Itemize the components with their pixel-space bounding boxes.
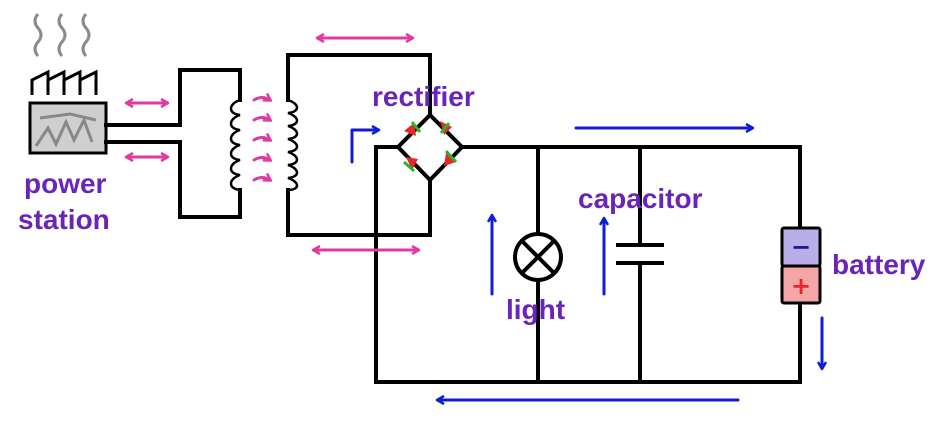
battery-positive-sign: + (791, 272, 811, 300)
smoke-icon (33, 13, 91, 57)
capacitor-icon (616, 243, 664, 265)
battery-negative-sign: − (791, 233, 811, 261)
power-station-icon (28, 13, 108, 155)
rectifier-label: rectifier (372, 81, 475, 112)
power-station-label-line1: power (24, 168, 107, 199)
dc-current-arrows (350, 128, 822, 400)
capacitor-label: capacitor (578, 183, 703, 214)
diode-icons (402, 121, 458, 173)
light-label: light (506, 294, 565, 325)
circuit-wires (104, 53, 802, 384)
ac-current-arrows (127, 38, 418, 250)
battery-label: battery (832, 249, 926, 280)
battery-icon (780, 226, 822, 305)
rectifier-icon (396, 113, 464, 182)
power-station-label-line2: station (18, 204, 110, 235)
transformer-icon (229, 98, 299, 192)
light-bulb-icon (513, 232, 563, 282)
